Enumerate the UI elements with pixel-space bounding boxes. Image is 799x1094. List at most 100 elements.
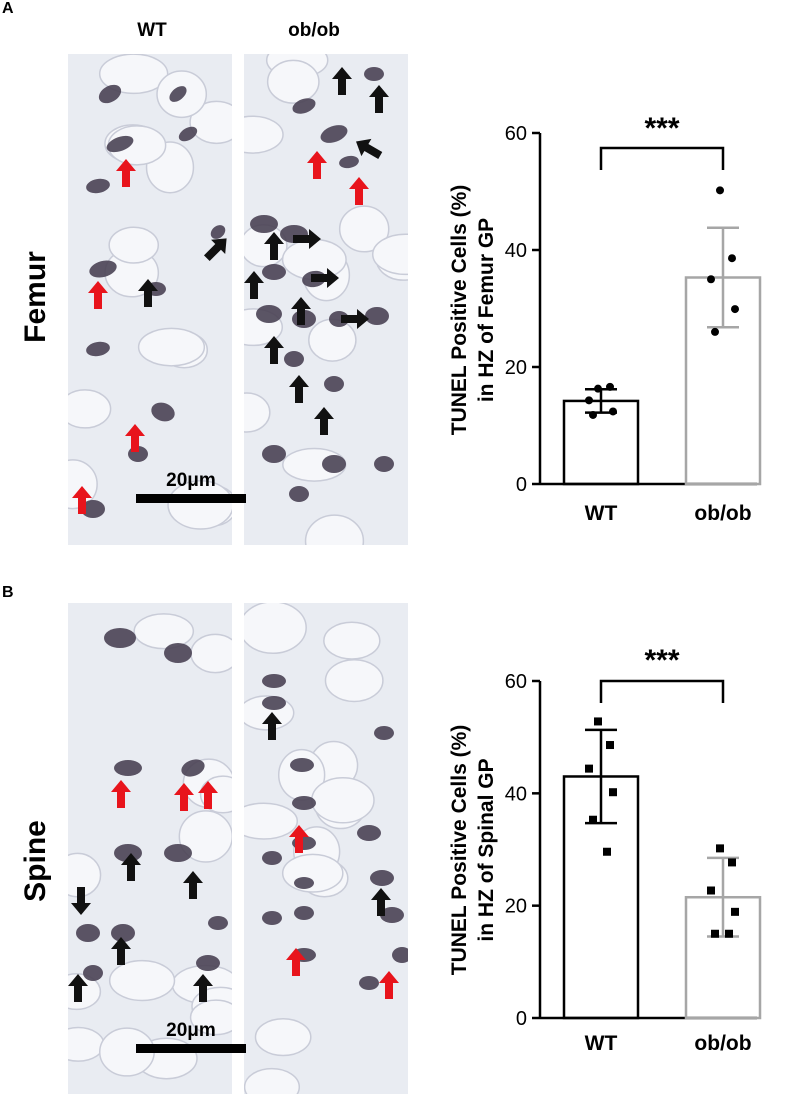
nucleus [89, 260, 117, 278]
lacuna [254, 1017, 312, 1057]
black-arrow-icon-shape [289, 375, 309, 403]
chart-a-y-label-2: in HZ of Femur GP [475, 218, 498, 402]
lacuna [244, 802, 299, 840]
red-arrow-icon [174, 783, 194, 811]
nucleus [290, 758, 314, 772]
red-arrow-icon-shape [379, 971, 399, 999]
chart-a-significance-bracket [599, 146, 725, 170]
micrograph-femur-obob [244, 54, 408, 545]
nucleus [339, 155, 359, 169]
black-arrow-icon [369, 85, 389, 113]
black-arrow-icon-shape [369, 85, 389, 113]
nucleus [76, 924, 100, 942]
black-arrow-icon [262, 712, 282, 740]
chart-b-data-point [707, 886, 715, 895]
red-arrow-icon [88, 281, 108, 309]
chart-a-data-point [707, 275, 715, 284]
nucleus [392, 947, 408, 963]
micrograph-femur-wt [68, 54, 232, 545]
nucleus [262, 696, 286, 710]
chart-a-y-tick-label: 40 [505, 240, 527, 262]
scale-bar-femur: 20μm [136, 470, 246, 503]
chart-b-data-point [585, 764, 593, 773]
nucleus [359, 976, 379, 990]
scale-bar-femur-label: 20μm [166, 470, 216, 491]
chart-a-data-point [585, 396, 593, 405]
black-arrow-icon-shape [183, 871, 203, 899]
nucleus [380, 907, 404, 923]
lacuna [324, 658, 384, 703]
nucleus [250, 215, 278, 233]
chart-a-data-point [716, 186, 724, 195]
black-arrow-icon-shape [356, 138, 383, 159]
black-arrow-icon [121, 853, 141, 881]
nucleus [374, 456, 394, 472]
nucleus [196, 955, 220, 971]
nucleus [364, 67, 384, 81]
lacuna [244, 115, 284, 154]
nucleus [210, 225, 226, 239]
black-arrow-icon [314, 407, 334, 435]
black-arrow-icon-shape [264, 336, 284, 364]
chart-a-y-tick-label: 0 [516, 474, 527, 496]
lacuna [68, 389, 112, 429]
nucleus [374, 726, 394, 740]
black-arrow-icon [68, 974, 88, 1002]
black-arrow-icon-shape [262, 712, 282, 740]
micrograph-spine-obob [244, 603, 408, 1094]
black-arrow-icon [264, 336, 284, 364]
chart-b-data-point [728, 858, 736, 867]
chart-a-y-label: TUNEL Positive Cells (%) [448, 185, 471, 436]
lacuna [167, 480, 232, 530]
red-arrow-icon-shape [88, 281, 108, 309]
chart-a-data-point [728, 254, 736, 263]
black-arrow-icon-shape [111, 937, 131, 965]
chart-b-data-point [731, 907, 739, 916]
nucleus [104, 628, 136, 648]
nucleus [324, 376, 344, 392]
red-arrow-icon [349, 177, 369, 205]
black-arrow-icon [203, 238, 227, 262]
nucleus [256, 305, 282, 323]
chart-b-significance-bracket [599, 679, 725, 703]
chart-b-y-label: TUNEL Positive Cells (%) [448, 725, 471, 976]
chart-a-y-tick-label: 20 [505, 357, 527, 379]
nucleus [262, 674, 286, 688]
nucleus [370, 870, 394, 886]
nucleus [178, 126, 198, 142]
nucleus [262, 851, 282, 865]
red-arrow-icon-shape [286, 948, 306, 976]
red-arrow-icon [379, 971, 399, 999]
black-arrow-icon-shape [314, 407, 334, 435]
nucleus [81, 500, 105, 518]
panel-letter-b: B [2, 584, 14, 601]
nucleus [365, 307, 389, 325]
black-arrow-icon [356, 138, 383, 159]
chart-a-data-point [609, 407, 617, 416]
nucleus [83, 965, 103, 981]
black-arrow-icon-shape [341, 309, 369, 329]
nucleus [294, 877, 314, 889]
chart-a-data-point [711, 327, 719, 336]
nucleus [262, 911, 282, 925]
red-arrow-icon-shape [116, 159, 136, 187]
lacuna [189, 999, 232, 1036]
black-arrow-icon [111, 937, 131, 965]
micrograph-femur-wt-image [68, 54, 232, 545]
black-arrow-icon [71, 887, 91, 915]
black-arrow-icon [332, 67, 352, 95]
chart-b-y-label-2: in HZ of Spinal GP [475, 758, 498, 941]
column-label-wt: WT [137, 20, 167, 41]
lacuna [338, 205, 390, 253]
red-arrow-icon [289, 825, 309, 853]
scale-bar-spine-label: 20μm [166, 1020, 216, 1041]
red-arrow-icon [198, 781, 218, 809]
black-arrow-icon-shape [68, 974, 88, 1002]
chart-b-category-label-1: ob/ob [694, 1032, 751, 1055]
micrograph-spine-wt [68, 603, 232, 1094]
chart-b-significance-label: *** [644, 644, 679, 677]
red-arrow-icon [72, 486, 92, 514]
chart-b-data-point [711, 929, 719, 938]
black-arrow-icon [289, 375, 309, 403]
black-arrow-icon [311, 268, 339, 288]
